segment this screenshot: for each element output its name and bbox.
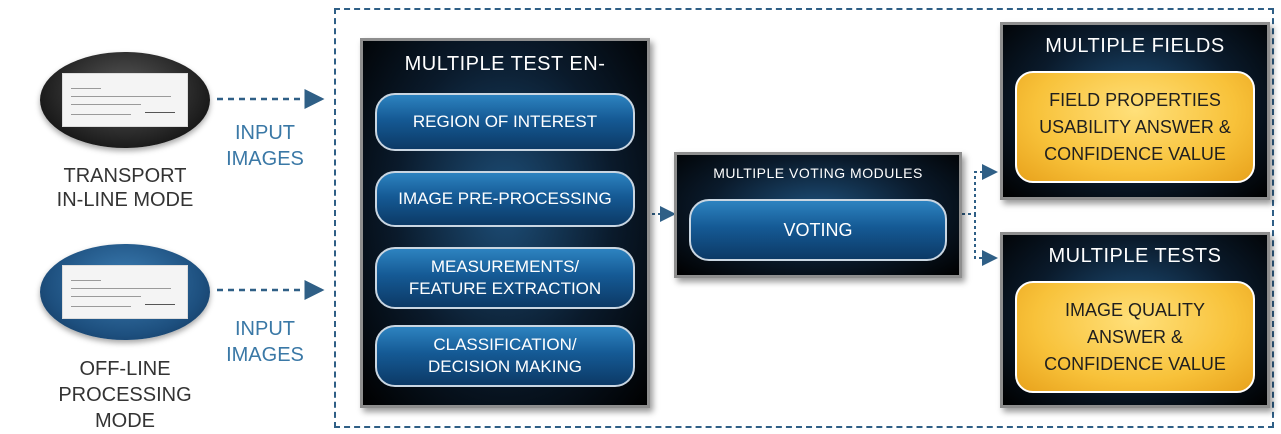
arrow-voting-to-tests (974, 214, 998, 266)
multiple-tests-title: MULTIPLE TESTS (1048, 245, 1222, 267)
voting-module: VOTING (689, 199, 947, 261)
multiple-tests-panel: MULTIPLE TESTS IMAGE QUALITY ANSWER & CO… (1000, 232, 1270, 408)
check-image-thumbnail (62, 265, 188, 319)
voting-panel: MULTIPLE VOTING MODULES VOTING (674, 152, 962, 278)
transport-scanner-oval (40, 52, 210, 148)
field-properties-result: FIELD PROPERTIES USABILITY ANSWER & CONF… (1015, 71, 1255, 183)
step-feature-extraction: MEASUREMENTS/ FEATURE EXTRACTION (375, 247, 635, 309)
multiple-fields-title: MULTIPLE FIELDS (1045, 35, 1225, 57)
multiple-fields-panel: MULTIPLE FIELDS FIELD PROPERTIES USABILI… (1000, 22, 1270, 200)
input-images-label-1: INPUT IMAGES (226, 122, 304, 170)
offline-mode-label: OFF-LINE PROCESSING MODE (58, 358, 192, 432)
voting-panel-title: MULTIPLE VOTING MODULES (713, 165, 923, 181)
arrow-voting-to-outputs (962, 164, 998, 215)
step-classification: CLASSIFICATION/ DECISION MAKING (375, 325, 635, 387)
test-engine-panel: MULTIPLE TEST EN- REGION OF INTEREST IMA… (360, 38, 650, 408)
image-quality-result: IMAGE QUALITY ANSWER & CONFIDENCE VALUE (1015, 281, 1255, 393)
system-boundary-frame (334, 8, 1274, 428)
input-images-label-2: INPUT IMAGES (226, 318, 304, 366)
check-image-thumbnail (62, 73, 188, 127)
step-image-preprocessing: IMAGE PRE-PROCESSING (375, 171, 635, 227)
step-region-of-interest: REGION OF INTEREST (375, 93, 635, 151)
transport-mode-label: TRANSPORT IN-LINE MODE (56, 165, 194, 211)
test-engine-title: MULTIPLE TEST EN- (404, 53, 606, 75)
offline-scanner-oval (40, 244, 210, 340)
